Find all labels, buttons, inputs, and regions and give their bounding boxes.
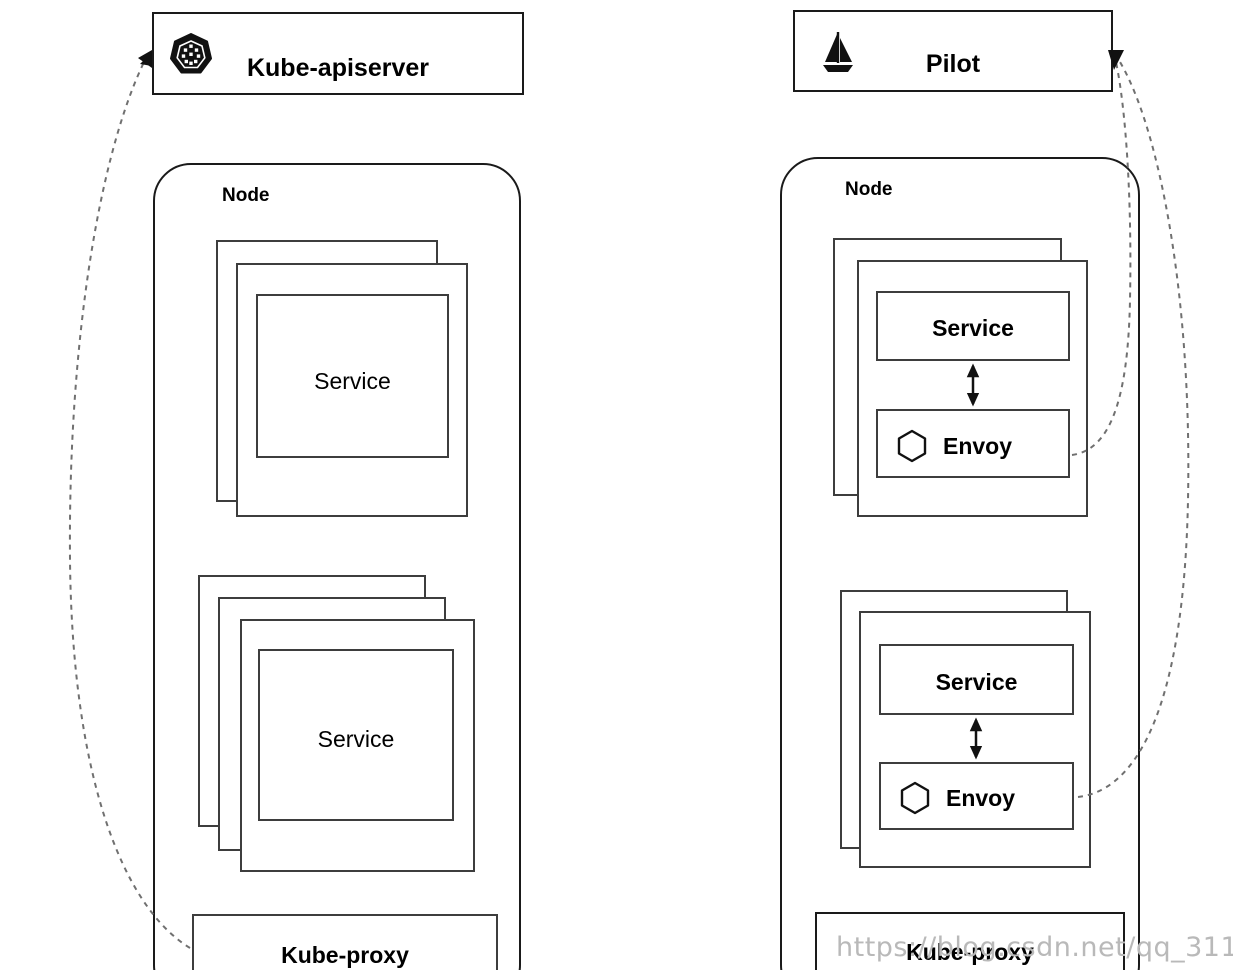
kube-apiserver-label: Kube-apiserver bbox=[246, 54, 430, 82]
left-pod-1-service-label: Service bbox=[314, 368, 391, 394]
right-node-label: Node bbox=[845, 179, 893, 200]
right-pod-1-service-label: Service bbox=[932, 315, 1014, 341]
left-pod-2-service-label: Service bbox=[317, 726, 395, 752]
left-kube-proxy-label: Kube-proxy bbox=[281, 942, 409, 968]
right-kube-proxy-box[interactable]: Kube-proxy bbox=[815, 912, 1125, 970]
kube-apiserver-box[interactable]: Kube-apiserver bbox=[152, 12, 524, 95]
left-node-label: Node bbox=[222, 185, 270, 206]
sailboat-icon bbox=[817, 29, 859, 75]
right-pod-1-envoy-box[interactable]: Envoy bbox=[876, 409, 1070, 478]
hexagon-icon bbox=[894, 428, 930, 464]
right-pod-2-envoy-box[interactable]: Envoy bbox=[879, 762, 1074, 830]
right-pod-2-envoy-label: Envoy bbox=[946, 785, 1016, 811]
watermark-text: https://blog.csdn.net/qq_31136839 bbox=[836, 932, 1233, 963]
pilot-box[interactable]: Pilot bbox=[793, 10, 1113, 92]
right-kube-proxy-label: Kube-proxy bbox=[906, 939, 1034, 965]
right-pod-1-envoy-label: Envoy bbox=[943, 433, 1013, 459]
left-pod-1-service-box[interactable]: Service bbox=[256, 294, 449, 458]
right-pod-2-service-box[interactable]: Service bbox=[879, 644, 1074, 715]
left-kube-proxy-box[interactable]: Kube-proxy bbox=[192, 914, 498, 970]
left-pod-2-service-box[interactable]: Service bbox=[258, 649, 454, 821]
hexagon-icon bbox=[897, 780, 933, 816]
right-pod-1-service-box[interactable]: Service bbox=[876, 291, 1070, 361]
pilot-label: Pilot bbox=[925, 50, 981, 78]
right-pod-2-service-label: Service bbox=[935, 669, 1018, 695]
